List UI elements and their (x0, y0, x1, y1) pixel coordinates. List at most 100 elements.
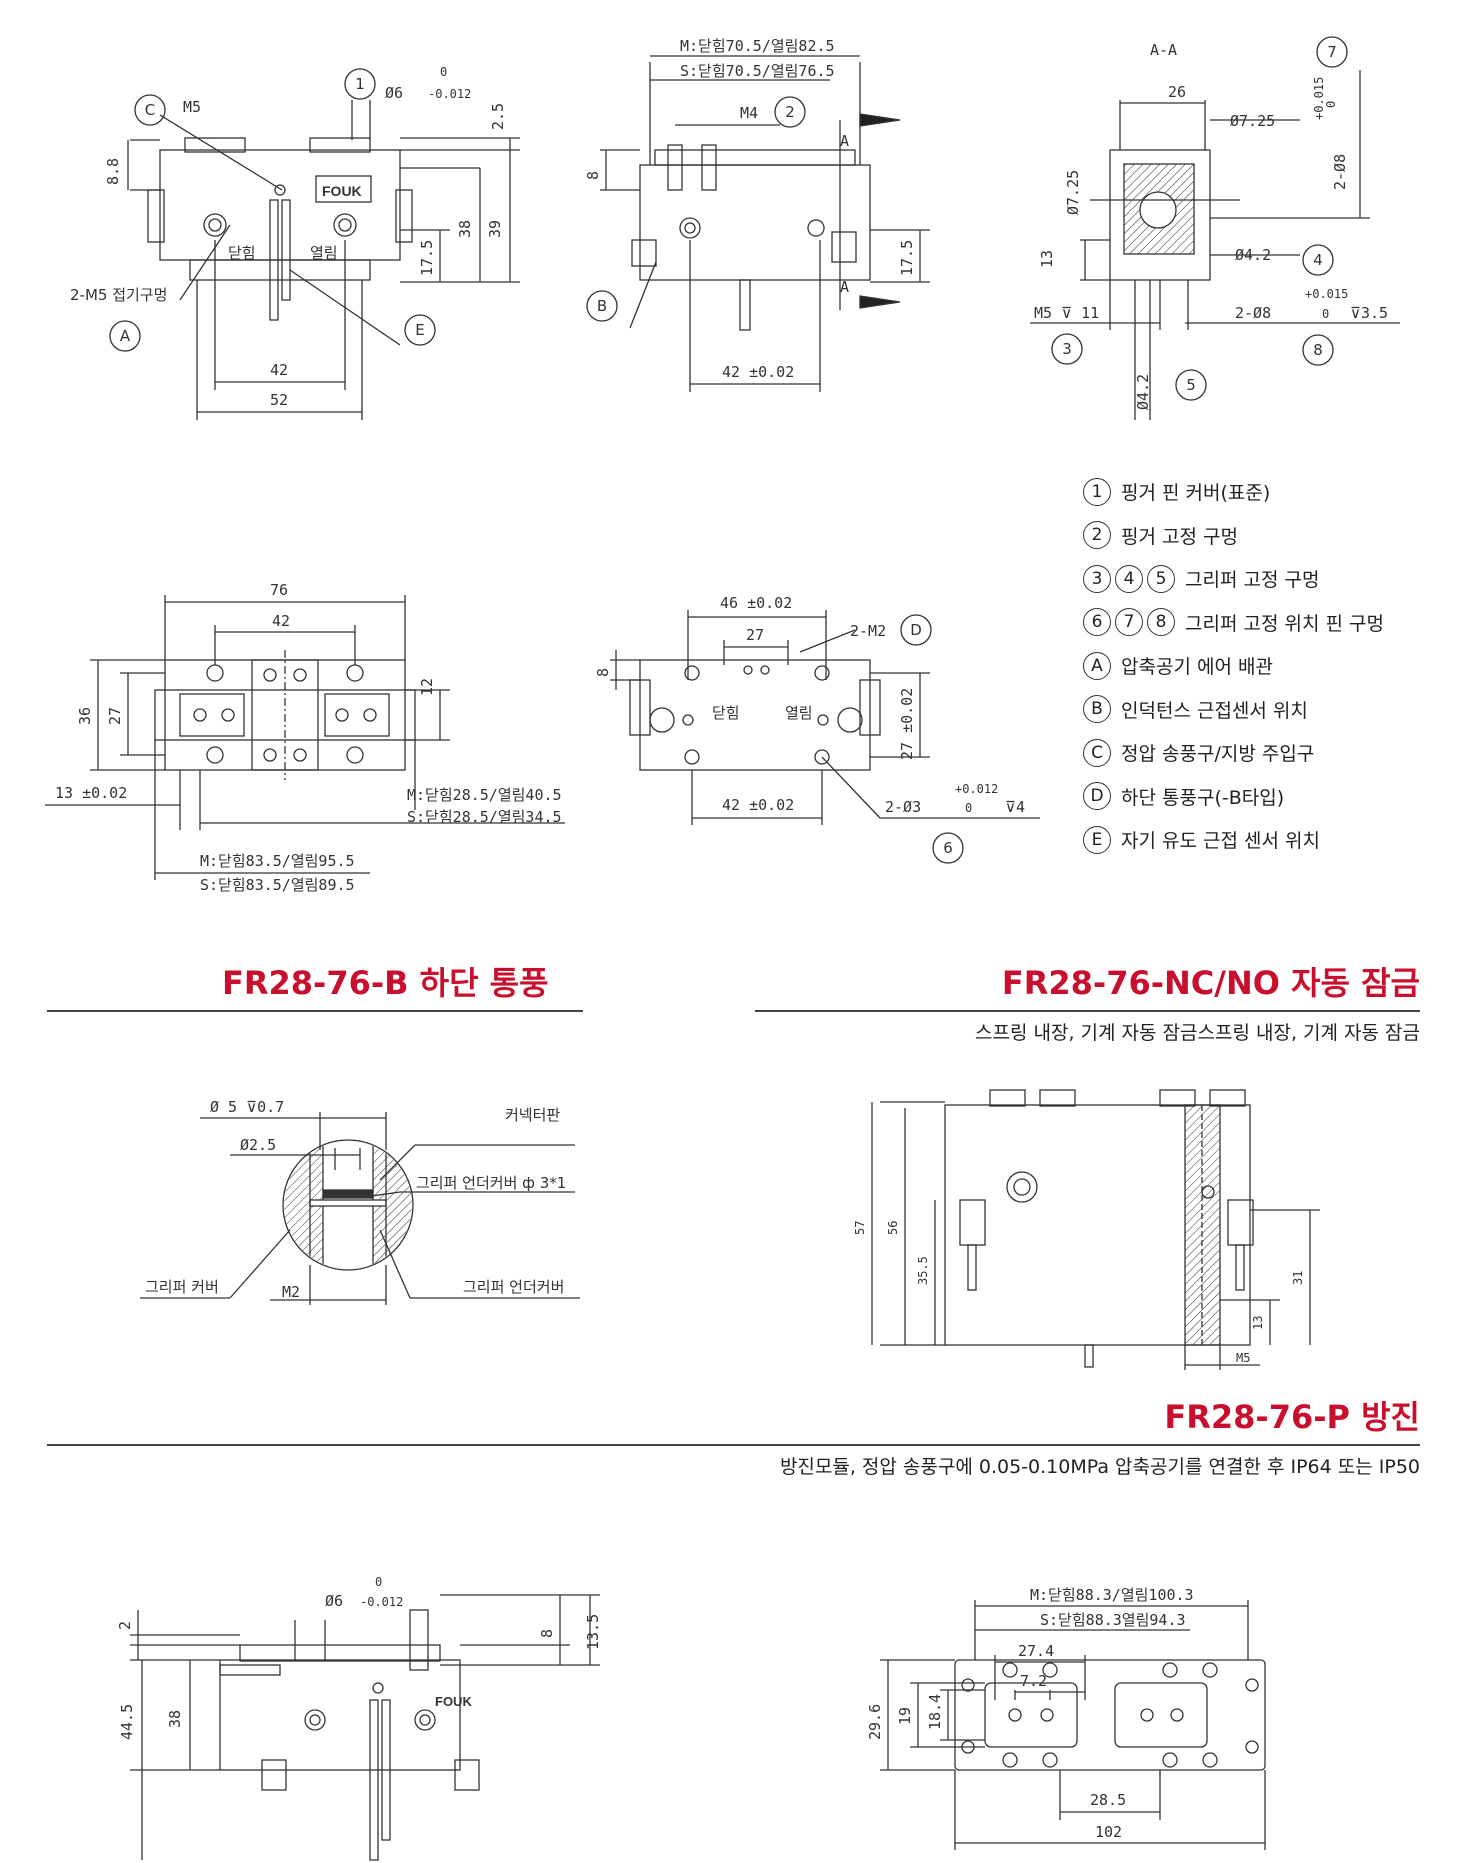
section-label: A-A (1150, 41, 1177, 59)
legend-row: 6 7 8 그리퍼 고정 위치 핀 구멍 (1083, 601, 1463, 645)
legend-mark: 6 (1083, 608, 1111, 637)
callout-2: 2 (785, 103, 795, 121)
svg-text:M2: M2 (282, 1283, 300, 1301)
svg-text:38: 38 (166, 1710, 184, 1728)
svg-text:28.5: 28.5 (1090, 1791, 1126, 1809)
svg-text:Ø 5 ⊽0.7: Ø 5 ⊽0.7 (210, 1098, 284, 1116)
svg-text:56: 56 (886, 1221, 900, 1235)
callout-6: 6 (943, 839, 953, 857)
section-subtitle-nc: 스프링 내장, 기계 자동 잠금스프링 내장, 기계 자동 잠금 (975, 1022, 1420, 1044)
svg-text:0: 0 (440, 65, 447, 79)
callout-a: A (120, 327, 131, 345)
svg-text:38: 38 (456, 220, 474, 238)
svg-text:27.4: 27.4 (1018, 1642, 1054, 1660)
svg-text:닫힘: 닫힘 (228, 244, 256, 262)
legend-text: 그리퍼 고정 위치 핀 구멍 (1185, 612, 1384, 635)
svg-text:2-Ø8: 2-Ø8 (1235, 304, 1271, 322)
svg-text:+0.012: +0.012 (955, 782, 998, 796)
legend-mark: B (1083, 695, 1111, 724)
label-port: 2-M5 접기구멍 (70, 286, 167, 304)
svg-text:7.2: 7.2 (1020, 1672, 1047, 1690)
svg-text:M:닫힘88.3/열림100.3: M:닫힘88.3/열림100.3 (1030, 1586, 1194, 1604)
section-rule (755, 1010, 1420, 1012)
svg-text:0: 0 (1322, 307, 1329, 321)
svg-text:52: 52 (270, 391, 288, 409)
brand-logo-p: FOUK (435, 1694, 472, 1709)
legend-row: B 인덕턴스 근접센서 위치 (1083, 688, 1463, 732)
dim-m-stroke: M:닫힘70.5/열림82.5 (680, 37, 835, 55)
legend-mark: 4 (1115, 564, 1143, 593)
svg-text:42 ±0.02: 42 ±0.02 (722, 363, 794, 381)
svg-text:57: 57 (853, 1221, 867, 1235)
svg-text:76: 76 (270, 581, 288, 599)
legend-text: 정압 송풍구/지방 주입구 (1121, 743, 1315, 766)
svg-text:M:닫힘28.5/열림40.5: M:닫힘28.5/열림40.5 (407, 786, 562, 804)
svg-text:A: A (840, 278, 849, 296)
legend-text: 압축공기 에어 배관 (1121, 656, 1273, 679)
dim-phi6: Ø6 (385, 84, 403, 102)
svg-text:A: A (840, 132, 849, 150)
svg-text:46 ±0.02: 46 ±0.02 (720, 594, 792, 612)
svg-text:⊽3.5: ⊽3.5 (1350, 304, 1388, 322)
callout-7: 7 (1327, 43, 1337, 61)
svg-text:2-M2: 2-M2 (850, 622, 886, 640)
svg-text:2.5: 2.5 (489, 103, 507, 130)
svg-text:27 ±0.02: 27 ±0.02 (898, 688, 916, 760)
legend-row: D 하단 통풍구(-B타입) (1083, 775, 1463, 819)
legend-text: 그리퍼 고정 구멍 (1185, 569, 1320, 592)
svg-text:M4: M4 (740, 104, 758, 122)
svg-text:M5 ⊽ 11: M5 ⊽ 11 (1034, 304, 1099, 322)
drawing-front-view: C 1 A E M5 Ø6 0 -0.012 2.5 8.8 38 39 17.… (70, 65, 520, 420)
svg-text:42 ±0.02: 42 ±0.02 (722, 796, 794, 814)
svg-text:29.6: 29.6 (866, 1704, 884, 1740)
svg-text:-0.012: -0.012 (360, 1595, 403, 1609)
svg-text:39: 39 (486, 220, 504, 238)
legend-text: 핑거 핀 커버(표준) (1121, 482, 1271, 505)
section-subtitle-p: 방진모듈, 정압 송풍구에 0.05-0.10MPa 압축공기를 연결한 후 I… (779, 1456, 1420, 1478)
drawing-nc-section: 57 56 35.5 31 13 M5 (853, 1089, 1320, 1370)
svg-text:8: 8 (584, 171, 602, 180)
svg-text:13 ±0.02: 13 ±0.02 (55, 784, 127, 802)
legend-mark: 2 (1083, 521, 1111, 550)
legend-row: 3 4 5 그리퍼 고정 구멍 (1083, 557, 1463, 601)
svg-text:2-Ø3: 2-Ø3 (885, 798, 921, 816)
svg-text:S:닫힘88.3열림94.3: S:닫힘88.3열림94.3 (1040, 1611, 1186, 1629)
svg-text:18.4: 18.4 (926, 1694, 944, 1730)
drawing-p-front: 2 Ø6 0 -0.012 8 13.5 44.5 38 FOUK (116, 1575, 602, 1861)
legend-mark: A (1083, 651, 1111, 680)
drawing-top-view: 76 42 36 27 12 13 ±0.02 M:닫힘28.5/열림40.5 … (45, 581, 565, 894)
svg-text:42: 42 (270, 361, 288, 379)
svg-text:+0.015: +0.015 (1312, 77, 1326, 120)
legend-row: 2 핑거 고정 구멍 (1083, 514, 1463, 558)
svg-text:열림: 열림 (785, 704, 813, 722)
svg-text:0: 0 (965, 801, 972, 815)
svg-text:Ø6: Ø6 (325, 1592, 343, 1610)
svg-text:M5: M5 (1236, 1351, 1250, 1365)
label-cover: 그리퍼 커버 (145, 1278, 219, 1296)
svg-text:Ø4.2: Ø4.2 (1235, 246, 1271, 264)
label-connector: 커넥터판 (505, 1106, 560, 1124)
legend-mark: 3 (1083, 564, 1111, 593)
drawing-p-top: M:닫힘88.3/열림100.3 S:닫힘88.3열림94.3 27.4 7.2… (866, 1586, 1266, 1850)
callout-8: 8 (1313, 341, 1323, 359)
svg-text:13: 13 (1038, 250, 1056, 268)
section-title-p: FR28-76-P 방진 (1164, 1398, 1420, 1436)
legend-text: 하단 통풍구(-B타입) (1121, 786, 1285, 809)
drawing-side-view: 2 B M:닫힘70.5/열림82.5 S:닫힘70.5/열림76.5 M4 8… (584, 37, 930, 392)
svg-text:⊽4: ⊽4 (1005, 798, 1025, 816)
brand-logo: FOUK (322, 183, 362, 199)
label-undercover-1: 그리퍼 언더커버 ф 3*1 (416, 1174, 566, 1192)
svg-text:17.5: 17.5 (418, 240, 436, 276)
callout-d: D (910, 621, 922, 639)
label-undercover-2: 그리퍼 언더커버 (463, 1278, 564, 1296)
drawing-vent-detail: Ø 5 ⊽0.7 Ø2.5 커넥터판 그리퍼 언더커버 ф 3*1 그리퍼 커버… (140, 1098, 580, 1305)
svg-text:8.8: 8.8 (104, 158, 122, 185)
svg-text:26: 26 (1168, 83, 1186, 101)
legend-mark: E (1083, 825, 1111, 854)
svg-text:Ø7.25: Ø7.25 (1230, 112, 1275, 130)
svg-text:Ø2.5: Ø2.5 (240, 1136, 276, 1154)
drawing-section-aa: 7 4 3 8 5 A-A 26 Ø7.25 +0.015 0 2-Ø8 Ø7.… (1030, 36, 1400, 420)
svg-text:31: 31 (1291, 1271, 1305, 1285)
callout-e: E (415, 321, 424, 339)
